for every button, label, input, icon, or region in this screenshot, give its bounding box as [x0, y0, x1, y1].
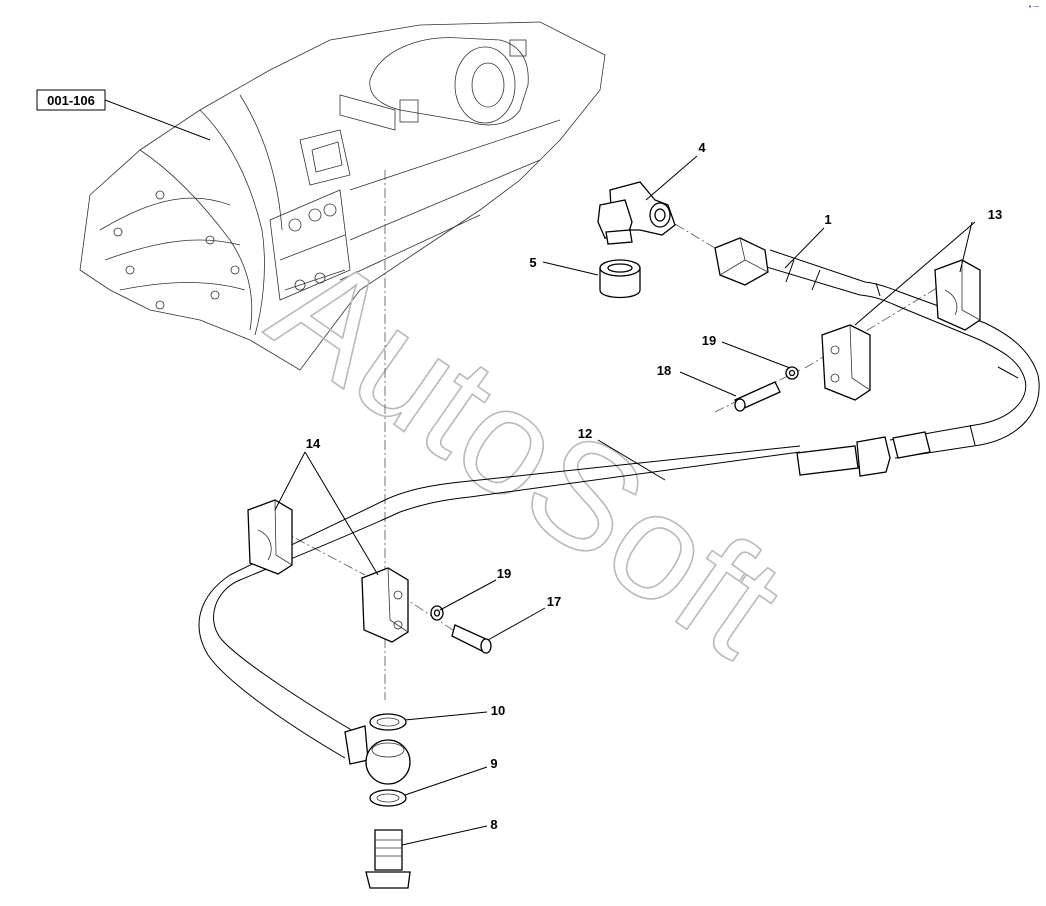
callout-19-lower: 19 [497, 566, 511, 581]
callout-17: 17 [547, 594, 561, 609]
clamp-14 [247, 499, 409, 643]
reference-box-label: 001-106 [47, 93, 95, 108]
callout-14: 14 [306, 436, 321, 451]
clamp-13 [821, 259, 981, 401]
engine-housing-drawing [79, 21, 606, 371]
callout-18: 18 [657, 363, 671, 378]
callout-19-upper: 19 [702, 333, 716, 348]
hose-assembly [198, 237, 1040, 765]
callout-10: 10 [491, 703, 505, 718]
reference-box: 001-106 [36, 89, 211, 141]
corner-mark: •·─ [1028, 3, 1039, 11]
callout-8: 8 [490, 817, 497, 832]
callout-13: 13 [988, 207, 1002, 222]
callout-5: 5 [529, 255, 536, 270]
callout-12: 12 [578, 426, 592, 441]
callout-4: 4 [698, 140, 706, 155]
cap-part [599, 259, 641, 299]
leader-lines [274, 155, 976, 846]
banjo-fitting [365, 713, 411, 889]
callouts: 4 1 5 13 19 18 12 14 19 17 10 9 8 [306, 140, 1002, 832]
elbow-fitting [597, 181, 676, 245]
screw-18 [734, 366, 799, 412]
callout-1: 1 [824, 212, 831, 227]
callout-9: 9 [490, 756, 497, 771]
screw-17 [430, 605, 492, 654]
